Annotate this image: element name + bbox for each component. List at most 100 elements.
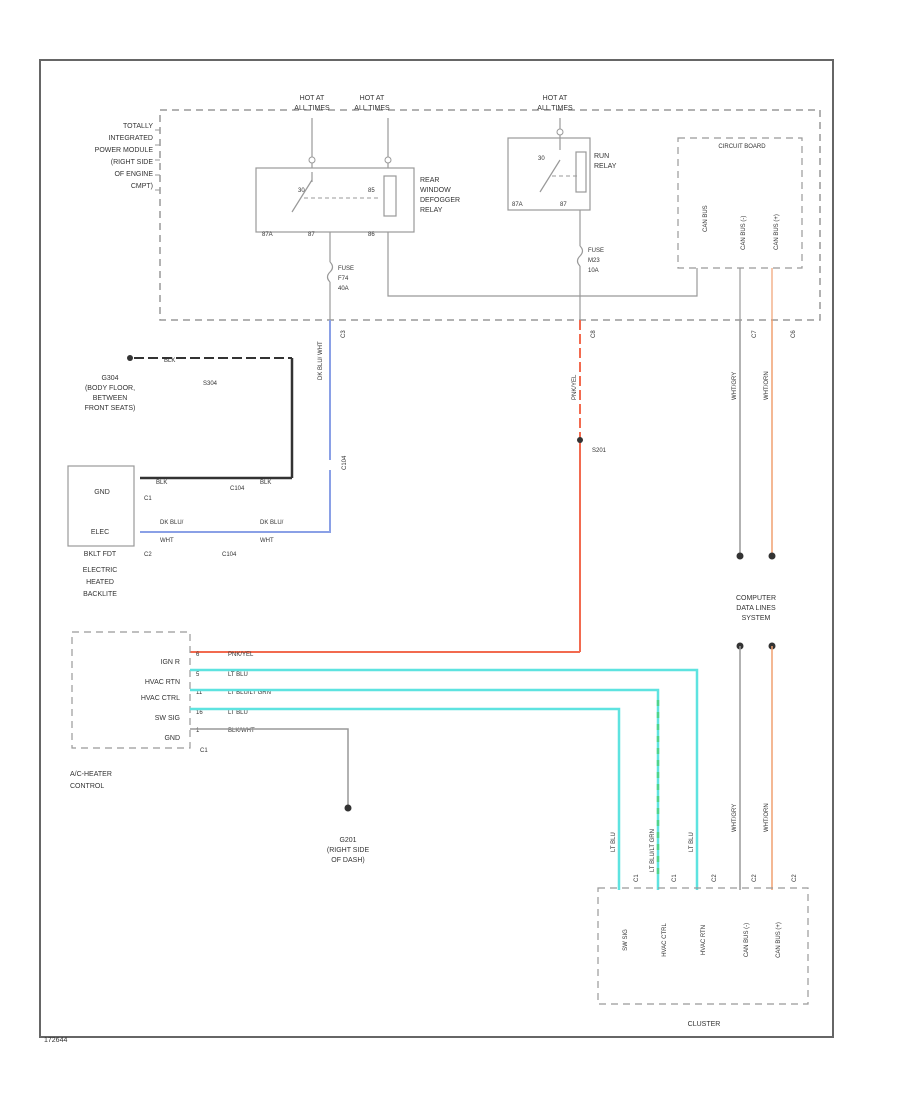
hvac-wire-label-4: BLK/WHT: [228, 728, 255, 734]
g304-label-0: G304: [101, 375, 118, 382]
figure-id: 172644: [44, 1037, 67, 1044]
tipm-label-4: OF ENGINE: [114, 171, 153, 178]
hot-terminal-a: [308, 156, 316, 164]
tipm-label-2: POWER MODULE: [95, 147, 154, 154]
instrument-cluster: LT BLU LT BLU/LT GRN LT BLU WHT/GRY WHT/…: [597, 803, 809, 1028]
defogger-relay-label-1: WINDOW: [420, 187, 451, 194]
run-relay-terminal: [556, 128, 564, 136]
cluster-label: CLUSTER: [688, 1021, 721, 1028]
tipm-conn-c3: C3: [341, 330, 347, 338]
can-minus-arrow-top: [736, 552, 744, 560]
hvac-pin-num-1: 5: [196, 672, 200, 678]
run-relay-switch: [539, 159, 561, 193]
hvac-label-0: A/C-HEATER: [70, 771, 112, 778]
tipm-conn-c7: C7: [752, 330, 758, 338]
c104-a-label: C104: [230, 486, 245, 492]
hot-label-b-1: ALL TIMES: [354, 105, 390, 112]
hvac-pin-label-3: SW SIG: [155, 715, 180, 722]
defogger-relay-label-3: RELAY: [420, 207, 443, 214]
bus-label-1: CAN BUS (-): [741, 216, 747, 250]
run-relay-coil: [575, 151, 587, 193]
backlite-label-1: HEATED: [86, 579, 114, 586]
hvac-cluster-wires: G201 (RIGHT SIDE OF DASH): [190, 668, 699, 890]
c104-top-label: C104: [342, 455, 348, 470]
hvac-pin-num-4: 1: [196, 728, 200, 734]
cluster-pin-0: SW SIG: [623, 929, 629, 951]
defogger-relay-switch: [291, 179, 313, 213]
cluster-vert-wire-4: WHT/ORN: [764, 803, 770, 832]
tipm-label-3: (RIGHT SIDE: [111, 159, 154, 166]
ign-feed-wire: S201 PNK/YEL: [190, 320, 607, 653]
blk-gnd2-label: BLK: [260, 480, 271, 486]
defogger-relay-label-2: DEFOGGER: [420, 197, 460, 204]
ground-g304: BLK S304 G304 (BODY FLOOR, BETWEEN FRONT…: [85, 355, 294, 492]
hot-label-a-0: HOT AT: [300, 95, 325, 102]
defogger-control-wire: [387, 232, 698, 297]
cluster-vert-wire-3: WHT/GRY: [732, 804, 738, 832]
fuse-a-label-2: 40A: [338, 286, 349, 292]
blk-gnd1-label: BLK: [156, 480, 167, 486]
tipm-module: TOTALLY INTEGRATED POWER MODULE (RIGHT S…: [95, 95, 821, 321]
s201-splice: [577, 437, 583, 443]
cluster-conn-0: C1: [634, 874, 640, 882]
cluster-vert-wire-2: LT BLU: [689, 832, 695, 852]
defogger-pin-86: 86: [368, 232, 375, 238]
dk-blu-wht-a-0: DK BLU/: [160, 520, 184, 526]
cluster-conn-1: C1: [672, 874, 678, 882]
defogger-pin-87a: 87A: [262, 232, 273, 238]
cluster-box: [597, 887, 809, 1005]
fuse-a-symbol: [326, 261, 334, 283]
tipm-box: [159, 109, 821, 321]
bus-label-2: CAN BUS (+): [774, 214, 780, 250]
c104-b-label: C104: [222, 552, 237, 558]
run-relay-label-1: RELAY: [594, 163, 617, 170]
tipm-label-1: INTEGRATED: [108, 135, 153, 142]
defogger-relay-coil: [383, 175, 397, 217]
tipm-label-0: TOTALLY: [123, 123, 153, 130]
data-lines-2: SYSTEM: [742, 615, 771, 622]
hvac-label-1: CONTROL: [70, 783, 104, 790]
hot-label-b-0: HOT AT: [360, 95, 385, 102]
g201-label-1: (RIGHT SIDE: [327, 847, 370, 854]
hvac-wire-label-0: PNK/YEL: [228, 652, 254, 658]
fuse-b-symbol: [576, 245, 584, 267]
hvac-pin-num-0: 6: [196, 652, 200, 658]
diagram-frame: [39, 59, 834, 1038]
defogger-pin-30: 30: [298, 188, 305, 194]
backlite-gnd: GND: [94, 489, 110, 496]
hvac-pin-num-3: 16: [196, 710, 203, 716]
defogger-relay-box: [255, 167, 415, 233]
g304-label-2: BETWEEN: [93, 395, 128, 402]
cluster-pin-4: CAN BUS (+): [776, 922, 782, 958]
run-pin-30: 30: [538, 156, 545, 162]
run-relay-label-0: RUN: [594, 153, 609, 160]
backlite-label-2: BACKLITE: [83, 591, 117, 598]
dk-blu-wht-a-1: WHT: [160, 538, 174, 544]
cluster-pin-3: CAN BUS (-): [744, 923, 750, 957]
circuit-board-label: CIRCUIT BOARD: [718, 144, 766, 150]
hot-label-a-1: ALL TIMES: [294, 105, 330, 112]
can-plus-arrow-top: [768, 552, 776, 560]
fuse-a-label-0: FUSE: [338, 266, 354, 272]
cluster-pin-1: HVAC CTRL: [662, 923, 668, 957]
data-lines-0: COMPUTER: [736, 595, 776, 602]
dk-blu-wht-vert-label: DK BLU/ WHT: [318, 341, 324, 380]
defogger-relay-label-0: REAR: [420, 177, 439, 184]
s304-label: S304: [203, 381, 218, 387]
tipm-conn-c8: C8: [591, 330, 597, 338]
s201-label: S201: [592, 448, 607, 454]
cluster-conn-4: C2: [792, 874, 798, 882]
hvac-wire-label-2: LT BLU/LT GRN: [228, 690, 271, 696]
ground-g201-point: [344, 804, 352, 812]
heated-backlite: GND C1 ELEC BKLT FDT C2 ELECTRIC HEATED …: [67, 465, 152, 598]
circuit-board-box: [677, 137, 803, 269]
tipm-label-5: CMPT): [131, 183, 153, 190]
g304-label-3: FRONT SEATS): [85, 405, 136, 412]
hvac-pin-label-1: HVAC RTN: [145, 679, 180, 686]
cluster-vert-wire-1: LT BLU/LT GRN: [650, 829, 656, 872]
backlite-c1: C1: [144, 496, 152, 502]
hvac-wire-label-3: LT BLU: [228, 710, 248, 716]
g304-label-1: (BODY FLOOR,: [85, 385, 135, 392]
blk-top-label: BLK: [164, 358, 175, 364]
